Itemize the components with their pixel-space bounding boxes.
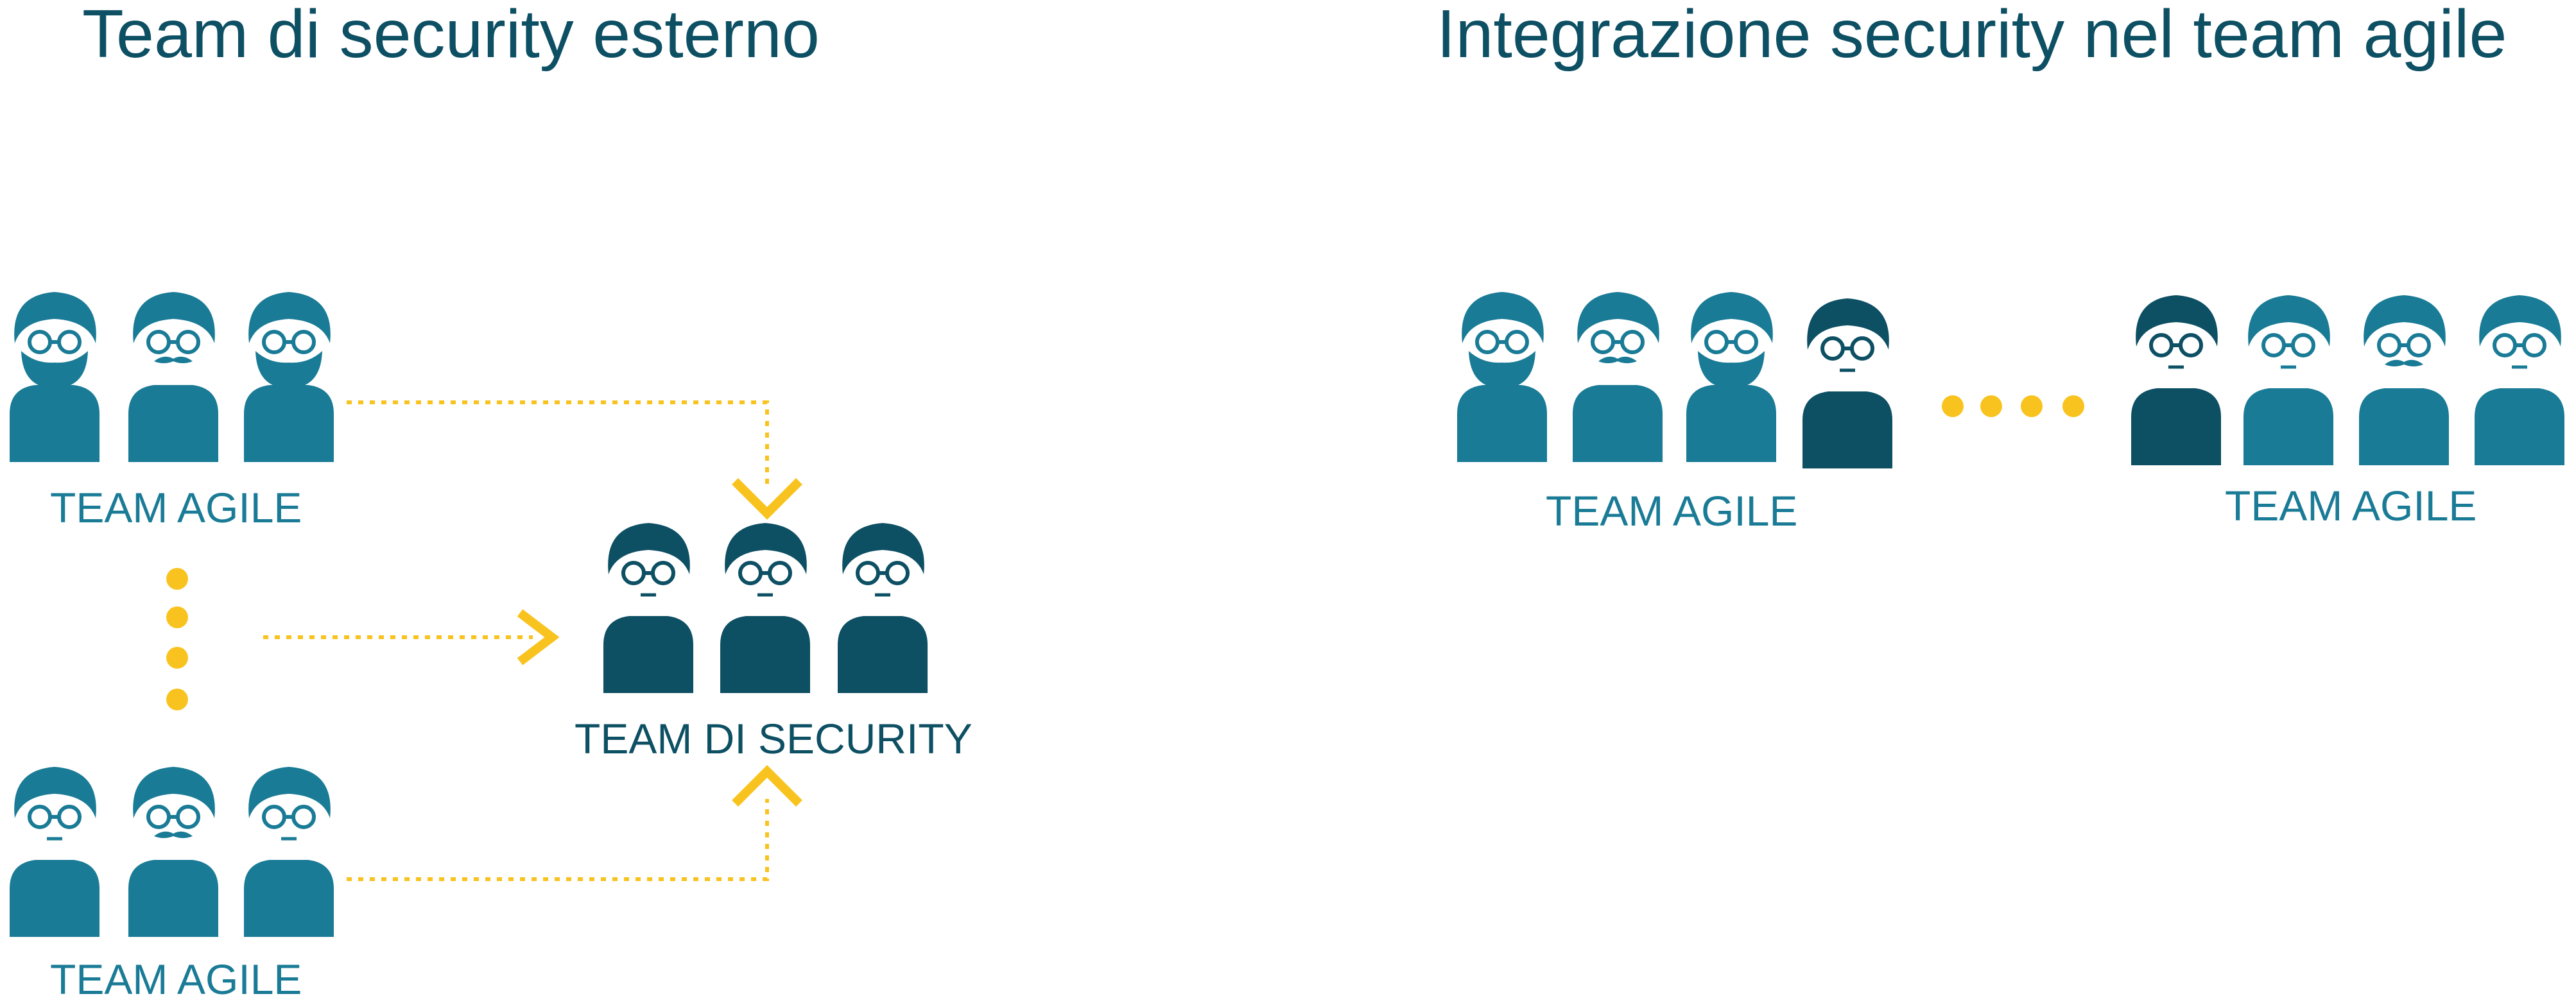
person-beard-icon (1457, 292, 1547, 462)
ellipsis-dot (166, 606, 188, 628)
ellipsis-dot (2062, 395, 2084, 417)
arrowhead-top (732, 478, 802, 520)
people-group (10, 292, 2564, 937)
person-mustache-icon (128, 292, 218, 462)
ellipsis-dot (1980, 395, 2002, 417)
person-mustache-icon (128, 767, 218, 937)
person-beard-icon (1686, 292, 1776, 462)
left-title: Team di security esterno (82, 0, 820, 72)
connector-arrow-top (347, 400, 769, 486)
person-plain-icon (2475, 295, 2564, 465)
connector-arrow-bottom (347, 799, 769, 881)
team-agile-label-bottom: TEAM AGILE (50, 956, 302, 1003)
right-title: Integrazione security nel team agile (1437, 0, 2507, 72)
person-beard-icon (244, 292, 334, 462)
ellipsis-dot (166, 568, 188, 590)
ellipsis-dot (1942, 395, 1964, 417)
person-plain-icon (10, 767, 99, 937)
person-plain-icon (720, 523, 810, 693)
person-mustache-icon (2359, 295, 2449, 465)
person-plain-icon (244, 767, 334, 937)
arrowhead-middle (517, 609, 560, 665)
team-agile-label-right-2: TEAM AGILE (2225, 482, 2477, 529)
person-plain-icon (1802, 298, 1892, 468)
ellipsis-dot (2021, 395, 2043, 417)
person-plain-icon (2131, 295, 2221, 465)
ellipsis-dot (166, 689, 188, 710)
team-security-label: TEAM DI SECURITY (575, 715, 972, 762)
person-beard-icon (10, 292, 99, 462)
person-plain-icon (838, 523, 928, 693)
ellipsis-dot (166, 647, 188, 669)
person-plain-icon (603, 523, 693, 693)
team-agile-label-top: TEAM AGILE (50, 484, 302, 531)
person-plain-icon (2243, 295, 2333, 465)
person-mustache-icon (1573, 292, 1663, 462)
connectors-group (166, 395, 2084, 881)
team-agile-label-right-1: TEAM AGILE (1546, 487, 1798, 535)
arrowhead-bottom (732, 765, 802, 807)
